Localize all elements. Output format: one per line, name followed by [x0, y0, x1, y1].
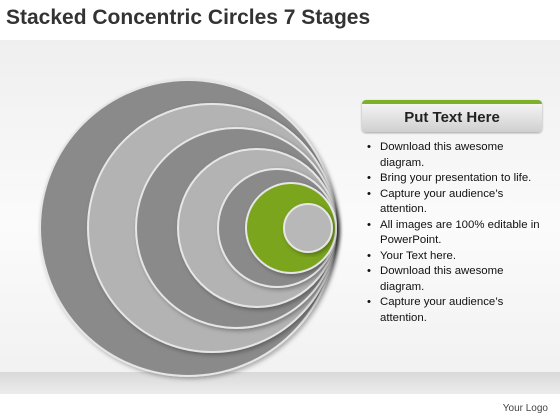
panel-header[interactable]: Put Text Here [362, 100, 542, 132]
circle-stage-7 [283, 203, 333, 253]
bullet-item: Capture your audience’s attention. [364, 295, 542, 326]
bullet-list: Download this awesome diagram. Bring you… [362, 140, 542, 326]
slide-title: Stacked Concentric Circles 7 Stages [6, 6, 371, 29]
footer-logo-text: Your Logo [502, 403, 548, 414]
bottom-band [0, 372, 560, 394]
bullet-item: Download this awesome diagram. [364, 264, 542, 295]
bullet-item: Bring your presentation to life. [364, 171, 542, 187]
bullet-item: Your Text here. [364, 249, 542, 265]
bullet-item: Download this awesome diagram. [364, 140, 542, 171]
bullet-item: All images are 100% editable in PowerPoi… [364, 218, 542, 249]
text-panel: Put Text Here Download this awesome diag… [362, 100, 542, 326]
bullet-item: Capture your audience’s attention. [364, 187, 542, 218]
